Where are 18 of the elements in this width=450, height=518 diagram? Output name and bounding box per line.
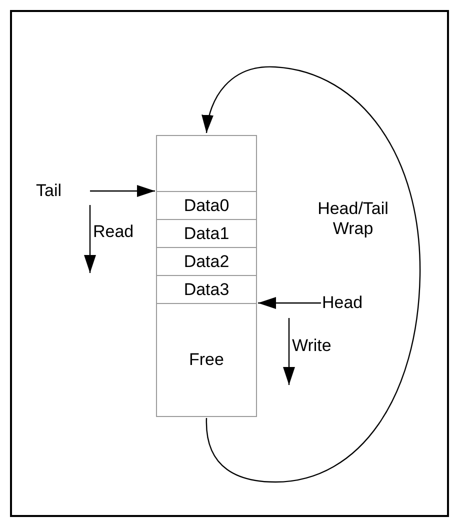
wrap-arrow: [202, 66, 421, 483]
buffer-cell: [156, 275, 257, 304]
cell-label: Data2: [184, 252, 230, 272]
cell-label: Free: [189, 350, 224, 370]
pointer-label: Head: [322, 293, 363, 313]
cell-label: Data1: [184, 224, 230, 244]
cell-label: Data0: [184, 196, 230, 216]
buffer-cell: [156, 247, 257, 276]
arrow: [90, 185, 155, 197]
cell-label: Data3: [184, 280, 230, 300]
direction-label: Write: [292, 336, 332, 356]
empty-buffer-cell: [156, 135, 257, 192]
buffer-cell: [156, 191, 257, 220]
pointer-label: Tail: [36, 181, 62, 201]
arrow: [258, 297, 321, 309]
buffer-cell: [156, 219, 257, 248]
direction-label: Read: [93, 222, 134, 242]
buffer-cell: [156, 303, 257, 417]
